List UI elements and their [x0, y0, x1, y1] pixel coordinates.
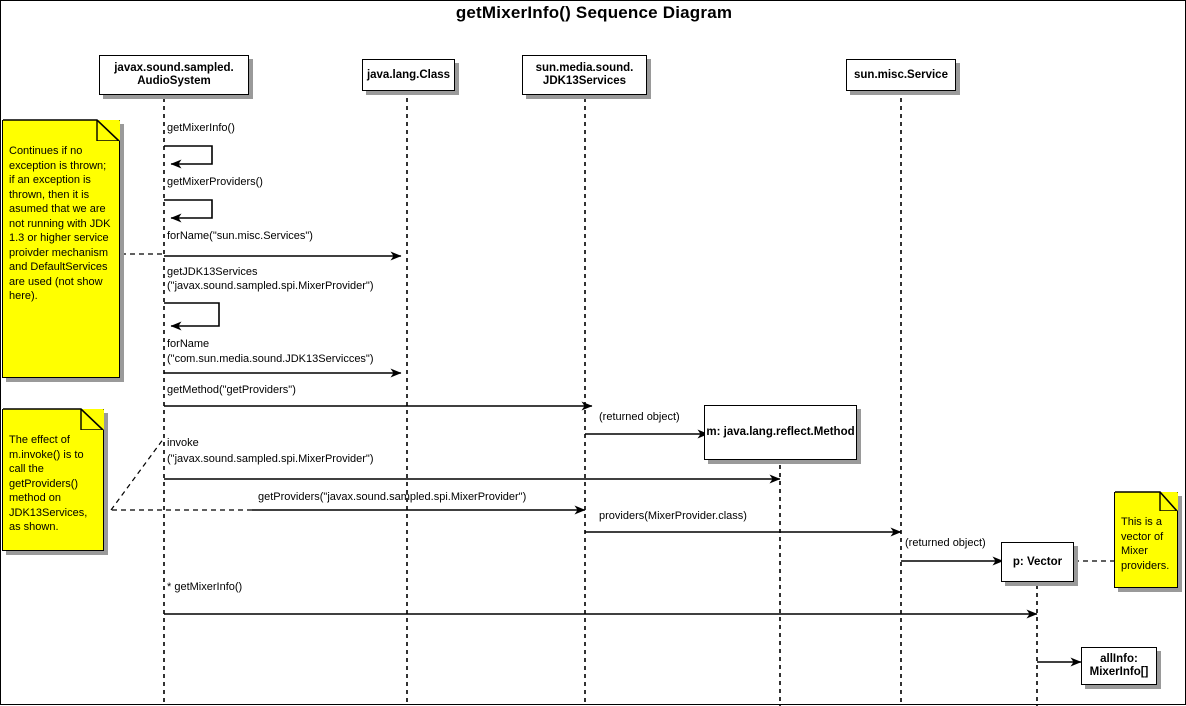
lifeline-label-line1: sun.media.sound.	[535, 62, 634, 74]
object-box-method[interactable]: m: java.lang.reflect.Method	[704, 405, 857, 460]
note-exception: Continues if no exception is thrown; if …	[2, 118, 120, 378]
object-label-line1: p:	[1012, 555, 1024, 568]
note-connectors	[103, 253, 1114, 562]
message-label-getmixerproviders: getMixerProviders()	[167, 176, 263, 188]
message-label-star-getmixerinfo: * getMixerInfo()	[167, 581, 243, 593]
message-getmixerinfo-self	[164, 145, 213, 169]
note-invoke: The effect of m.invoke() is to call the …	[2, 407, 104, 551]
lifeline-label-line1: sun.misc.Service	[854, 68, 948, 81]
lifeline-label-line2: AudioSystem	[137, 75, 211, 87]
message-label-getjdk13services: getJDK13Services	[167, 266, 258, 278]
message-label-getmixerinfo: getMixerInfo()	[167, 122, 235, 134]
note-fold-icon	[1114, 490, 1178, 511]
note-vector: This is a vector of Mixer providers.	[1114, 490, 1178, 588]
object-box-vector[interactable]: p: Vector	[1001, 542, 1074, 582]
lifeline-header-class[interactable]: java.lang.Class	[362, 59, 455, 91]
message-getjdk13services-self	[164, 302, 220, 331]
object-label-line2: Vector	[1026, 555, 1063, 568]
object-box-allinfo[interactable]: allInfo: MixerInfo[]	[1081, 647, 1157, 685]
lifeline-header-jdk13services[interactable]: sun.media.sound. JDK13Services	[522, 55, 647, 95]
message-label-getmethod: getMethod("getProviders")	[167, 384, 296, 396]
note-fold-icon	[2, 118, 120, 141]
note-fold-icon	[2, 407, 104, 430]
object-label-line2: java.lang.reflect.Method	[723, 426, 855, 438]
object-label-line1: m:	[706, 426, 721, 438]
lifeline-label-line1: java.lang.Class	[366, 68, 451, 81]
object-label-line1: allInfo:	[1100, 653, 1138, 665]
message-getmixerproviders-self	[164, 199, 213, 223]
message-label-invoke-arg: ("javax.sound.sampled.spi.MixerProvider"…	[167, 453, 374, 465]
message-label-forname-services: forName("sun.misc.Services")	[167, 230, 313, 242]
lifeline-label-line1: javax.sound.sampled.	[114, 62, 234, 74]
lifeline-header-service[interactable]: sun.misc.Service	[846, 59, 956, 91]
message-label-providers: providers(MixerProvider.class)	[599, 510, 747, 522]
message-label-getjdk13services-arg: ("javax.sound.sampled.spi.MixerProvider"…	[167, 280, 374, 292]
lifeline-header-audiosystem[interactable]: javax.sound.sampled. AudioSystem	[99, 55, 249, 95]
note-text: Continues if no exception is thrown; if …	[9, 145, 111, 302]
object-label-line2: MixerInfo[]	[1089, 666, 1149, 678]
note-text: This is a vector of Mixer providers.	[1121, 516, 1170, 572]
message-label-forname: forName	[167, 338, 210, 350]
note-text: The effect of m.invoke() is to call the …	[9, 434, 88, 533]
lifeline-label-line2: JDK13Services	[542, 75, 627, 87]
message-label-invoke: invoke	[167, 437, 199, 449]
message-label-forname-arg: ("com.sun.media.sound.JDK13Servicces")	[167, 353, 374, 365]
message-label-getproviders: getProviders("javax.sound.sampled.spi.Mi…	[258, 491, 527, 503]
message-label-returned-object-method: (returned object)	[599, 411, 680, 423]
page-title: getMixerInfo() Sequence Diagram	[455, 3, 733, 22]
message-label-returned-object-vector: (returned object)	[905, 537, 986, 549]
